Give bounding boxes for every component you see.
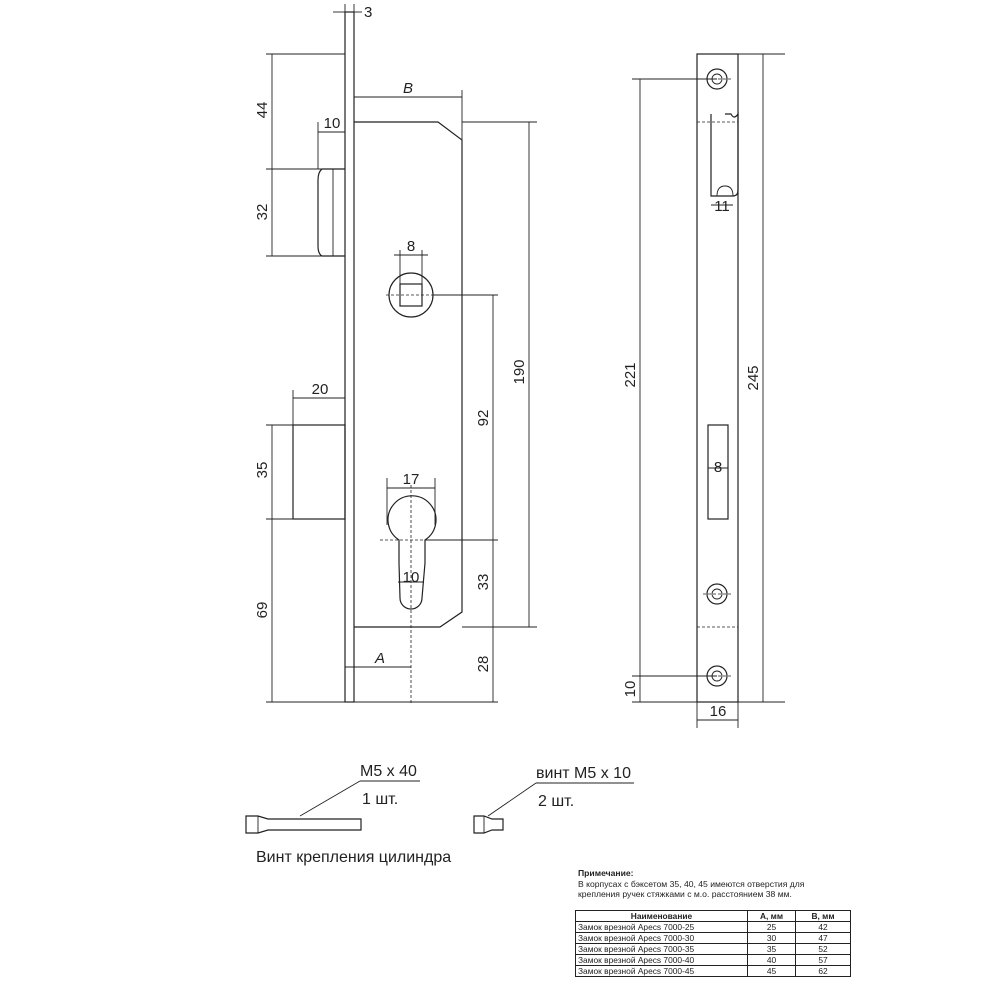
- table-row: Замок врезной Apecs 7000-40 40 57: [575, 954, 851, 966]
- table-cell-a: 25: [747, 921, 796, 933]
- note-text: В корпусах с бэксетом 35, 40, 45 имеются…: [578, 878, 805, 900]
- screw-m5x10: винт M5 x 10 2 шт.: [473, 765, 634, 834]
- table-cell-b: 42: [795, 921, 851, 933]
- table-header-name: Наименование: [575, 910, 748, 922]
- dim-190: 190: [511, 359, 528, 384]
- table-cell-b: 52: [795, 943, 851, 955]
- note-block: Примечание: В корпусах с бэксетом 35, 40…: [578, 868, 828, 900]
- deadbolt: [292, 424, 346, 520]
- side-faceplate: [696, 53, 739, 703]
- table-header-a: A, мм: [747, 910, 796, 922]
- dim-92: 92: [475, 410, 492, 427]
- cylinder-cutout: [387, 495, 437, 610]
- table-cell-a: 30: [747, 932, 796, 944]
- table-header-b: B, мм: [795, 910, 851, 922]
- screw2-size: винт M5 x 10: [536, 765, 631, 782]
- front-view: 3 44 10 32 B 8 190 20: [254, 4, 537, 703]
- dim-245: 245: [745, 365, 762, 390]
- table-cell-a: 45: [747, 965, 796, 977]
- dim-10-side: 10: [622, 681, 639, 698]
- table-header-row: Наименование A, мм B, мм: [575, 910, 851, 922]
- dim-A: A: [374, 650, 385, 667]
- table-cell-name: Замок врезной Apecs 7000-30: [575, 932, 748, 944]
- dim-3: 3: [364, 4, 372, 21]
- note-title: Примечание:: [578, 868, 634, 878]
- screw-m5x40: M5 x 40 1 шт. Винт крепления цилиндра: [245, 763, 451, 866]
- table-cell-b: 62: [795, 965, 851, 977]
- table-cell-b: 47: [795, 932, 851, 944]
- model-table: Наименование A, мм B, мм Замок врезной A…: [575, 910, 851, 977]
- table-cell-a: 35: [747, 943, 796, 955]
- dim-11: 11: [714, 198, 730, 215]
- table-cell-name: Замок врезной Apecs 7000-45: [575, 965, 748, 977]
- screw2-qty: 2 шт.: [538, 793, 574, 810]
- table-cell-name: Замок врезной Apecs 7000-25: [575, 921, 748, 933]
- dim-69: 69: [254, 602, 271, 619]
- lock-body: [354, 121, 463, 628]
- table-cell-a: 40: [747, 954, 796, 966]
- screw1-size: M5 x 40: [360, 763, 417, 780]
- table-row: Замок врезной Apecs 7000-35 35 52: [575, 943, 851, 955]
- screw1-caption: Винт крепления цилиндра: [256, 849, 451, 866]
- faceplate: [344, 11, 355, 703]
- latch: [317, 168, 345, 257]
- dim-17: 17: [403, 471, 420, 488]
- dim-10-latch: 10: [324, 115, 341, 132]
- dim-221: 221: [622, 362, 639, 387]
- dim-8-square: 8: [407, 238, 415, 255]
- dim-35: 35: [254, 462, 271, 479]
- dim-33: 33: [475, 574, 492, 591]
- dim-28: 28: [475, 656, 492, 673]
- table-cell-b: 57: [795, 954, 851, 966]
- dim-10-cylinder: 10: [403, 569, 420, 586]
- dim-44: 44: [254, 102, 271, 119]
- screw1-qty: 1 шт.: [362, 791, 398, 808]
- dim-B: B: [403, 80, 413, 97]
- latch-window: [710, 112, 739, 197]
- table-cell-name: Замок врезной Apecs 7000-40: [575, 954, 748, 966]
- dim-8-side: 8: [714, 459, 722, 476]
- table-cell-name: Замок врезной Apecs 7000-35: [575, 943, 748, 955]
- deadbolt-window: [707, 424, 729, 520]
- dim-16: 16: [710, 703, 727, 720]
- screw-hole-middle: [706, 583, 728, 605]
- table-row: Замок врезной Apecs 7000-30 30 47: [575, 932, 851, 944]
- table-row: Замок врезной Apecs 7000-25 25 42: [575, 921, 851, 933]
- table-row: Замок врезной Apecs 7000-45 45 62: [575, 965, 851, 977]
- dim-32: 32: [254, 204, 271, 221]
- dim-20: 20: [312, 381, 329, 398]
- side-view: 11 8 221 245 10 16: [622, 53, 785, 728]
